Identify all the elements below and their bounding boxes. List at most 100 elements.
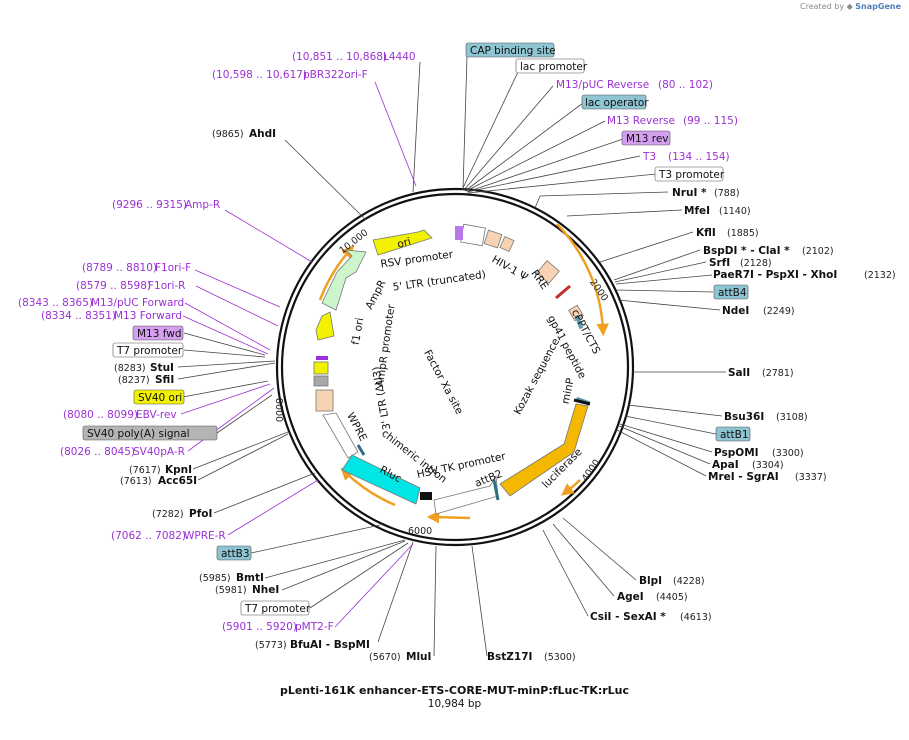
xhoi-label: PaeR7I - PspXI - XhoI bbox=[713, 269, 837, 281]
f1ori-f-label: F1ori-F bbox=[155, 262, 191, 274]
snapgene-logo-icon: ◆ bbox=[846, 2, 853, 11]
bstz17i-label: BstZ17I bbox=[487, 651, 532, 663]
ltr5-feature-b bbox=[499, 235, 515, 253]
right-labels: CAP binding site lac promoter M13/pUC Re… bbox=[465, 42, 896, 623]
bmti-label: BmtI bbox=[236, 572, 264, 584]
agei-num: (4405) bbox=[656, 592, 688, 603]
t7-promoter-left-label: T7 promoter bbox=[116, 345, 183, 357]
m13-cluster-feature bbox=[455, 226, 463, 240]
nrui-num: (788) bbox=[714, 188, 740, 199]
m13puc-fwd-label: M13/pUC Forward bbox=[91, 297, 184, 309]
sali-label: SalI bbox=[728, 367, 750, 379]
ampr-primer-label: Amp-R bbox=[185, 199, 220, 211]
leader-lines bbox=[177, 55, 726, 657]
ampr-primer-num: (9296 .. 9315) bbox=[112, 199, 187, 211]
f1ori-label: f1 ori bbox=[350, 317, 367, 346]
cppt-feature bbox=[555, 284, 571, 300]
kpni-num: (7617) bbox=[129, 465, 161, 476]
srfi-num: (2128) bbox=[740, 258, 772, 269]
wpre-r-label: WPRE-R bbox=[184, 530, 226, 542]
ori-label: ori bbox=[396, 236, 412, 251]
attb3-feature bbox=[356, 444, 366, 456]
rsv-feature bbox=[460, 223, 486, 247]
blpi-num: (4228) bbox=[673, 576, 705, 587]
ltr3-feature bbox=[315, 389, 334, 412]
rsv-promoter-label: RSV promoter bbox=[380, 248, 455, 270]
left-labels: (10,851 .. 10,868) L4440 (10,598 .. 10,6… bbox=[18, 51, 576, 663]
mlui-num: (5670) bbox=[369, 652, 401, 663]
f1ori-f-num: (8789 .. 8810) bbox=[82, 262, 157, 274]
pmt2-f-label: pMT2-F bbox=[295, 621, 334, 633]
lac-cluster-feature bbox=[316, 356, 328, 360]
tick-2000: 2000 bbox=[587, 277, 610, 303]
kfli-label: KflI bbox=[696, 227, 716, 239]
acc65i-label: Acc65I bbox=[158, 475, 197, 487]
kpni-label: KpnI bbox=[165, 464, 192, 476]
pfoi-label: PfoI bbox=[189, 508, 212, 520]
sv40pa-r-num: (8026 .. 8045) bbox=[60, 446, 135, 458]
pbr322-label: pBR322ori-F bbox=[303, 69, 368, 81]
mrei-sgrai-num: (3337) bbox=[795, 472, 827, 483]
lac-promoter-label: lac promoter bbox=[520, 61, 588, 73]
lac-operator-label: lac operator bbox=[585, 97, 649, 109]
bsu36i-num: (3108) bbox=[776, 412, 808, 423]
factor-xa-label: Factor Xa site bbox=[421, 348, 465, 417]
sv40-ori-feature bbox=[313, 361, 329, 375]
bspdi-clai-num: (2102) bbox=[802, 246, 834, 257]
m13-rev-label: M13 rev bbox=[626, 133, 669, 145]
backbone bbox=[275, 187, 635, 547]
csii-sexai-num: (4613) bbox=[680, 612, 712, 623]
srfi-label: SrfI bbox=[709, 257, 730, 269]
attb1-label: attB1 bbox=[720, 429, 749, 441]
ahdi-num: (9865) bbox=[212, 129, 244, 140]
mfei-label: MfeI bbox=[684, 205, 710, 217]
l4440-label: L4440 bbox=[383, 51, 416, 63]
ori-feature bbox=[372, 229, 433, 256]
t7-promoter-bottom-label: T7 promoter bbox=[244, 603, 311, 615]
bfuai-num: (5773) bbox=[255, 640, 287, 651]
blpi-label: BlpI bbox=[639, 575, 662, 587]
hsv-tk-feature bbox=[433, 474, 499, 515]
wpre-r-num: (7062 .. 7082) bbox=[111, 530, 186, 542]
minp-label: minP bbox=[560, 377, 577, 405]
l4440-num: (10,851 .. 10,868) bbox=[292, 51, 387, 63]
m13-fwd-primer-label: M13 Forward bbox=[114, 310, 182, 322]
rre-feature bbox=[536, 260, 560, 284]
bmti-num: (5985) bbox=[199, 573, 231, 584]
apai-label: ApaI bbox=[712, 459, 739, 471]
attb3-label: attB3 bbox=[221, 548, 250, 560]
csii-sexai-label: CsiI - SexAI * bbox=[590, 611, 666, 623]
chimeric-intron-feature bbox=[420, 492, 432, 500]
ebv-rev-num: (8080 .. 8099) bbox=[63, 409, 138, 421]
feature-direction-arrows bbox=[318, 223, 609, 524]
rluc-feature bbox=[341, 454, 421, 505]
ahdi-label: AhdI bbox=[249, 128, 276, 140]
attb4-feature bbox=[574, 314, 584, 330]
stui-label: StuI bbox=[150, 362, 174, 374]
f1ori-r-num: (8579 .. 8598) bbox=[76, 280, 151, 292]
sv40-polya-feature bbox=[313, 375, 329, 387]
sv40pa-r-label: SV40pA-R bbox=[133, 446, 185, 458]
snapgene-credit: Created by ◆ SnapGene bbox=[800, 2, 901, 11]
plasmid-size: 10,984 bp bbox=[427, 698, 482, 710]
kozak-label: Kozak sequence bbox=[512, 336, 562, 416]
sfii-num: (8237) bbox=[118, 375, 150, 386]
luciferase-feature bbox=[499, 403, 589, 497]
ltr5-feature-a bbox=[483, 229, 503, 249]
m13puc-fwd-num: (8343 .. 8365) bbox=[18, 297, 93, 309]
nhei-label: NheI bbox=[252, 584, 279, 596]
hiv-psi-label: HIV-1 Ψ bbox=[490, 253, 530, 283]
m13puc-reverse-label: M13/pUC Reverse bbox=[556, 79, 649, 91]
wpre-feature bbox=[322, 412, 359, 459]
plasmid-name: pLenti-161K enhancer-ETS-CORE-MUT-minP:f… bbox=[279, 684, 630, 697]
sv40-polya-label: SV40 poly(A) signal bbox=[87, 428, 190, 440]
credit-prefix: Created by bbox=[800, 2, 845, 11]
bfuai-label: BfuAI - BspMI bbox=[290, 639, 370, 651]
sali-num: (2781) bbox=[762, 368, 794, 379]
sfii-label: SfiI bbox=[155, 374, 174, 386]
acc65i-num: (7613) bbox=[120, 476, 152, 487]
apai-num: (3304) bbox=[752, 460, 784, 471]
bsu36i-label: Bsu36I bbox=[724, 411, 764, 423]
bstz17i-num: (5300) bbox=[544, 652, 576, 663]
